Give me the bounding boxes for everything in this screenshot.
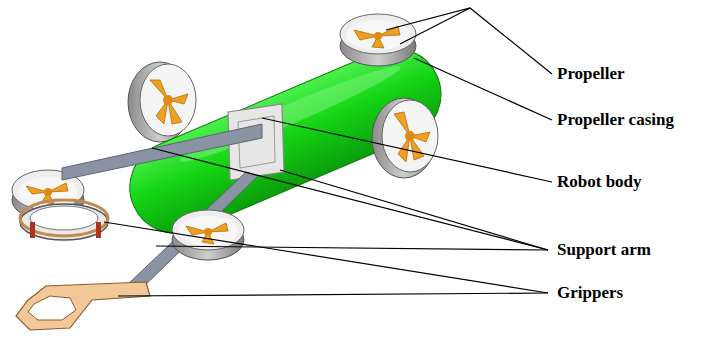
part-label: Propeller bbox=[557, 64, 625, 84]
leader-lines bbox=[104, 8, 552, 296]
part-label: Propeller casing bbox=[557, 110, 674, 130]
part-label: Grippers bbox=[557, 283, 623, 303]
gripper bbox=[20, 200, 108, 240]
propeller-unit bbox=[372, 98, 438, 178]
part-label: Robot body bbox=[557, 172, 642, 192]
support-arm bbox=[62, 124, 262, 180]
propeller-unit bbox=[340, 14, 416, 66]
propeller-unit bbox=[128, 62, 196, 142]
support-arm bbox=[126, 172, 258, 290]
robot-body bbox=[116, 34, 456, 248]
gripper bbox=[16, 282, 150, 330]
part-label: Support arm bbox=[557, 240, 651, 260]
